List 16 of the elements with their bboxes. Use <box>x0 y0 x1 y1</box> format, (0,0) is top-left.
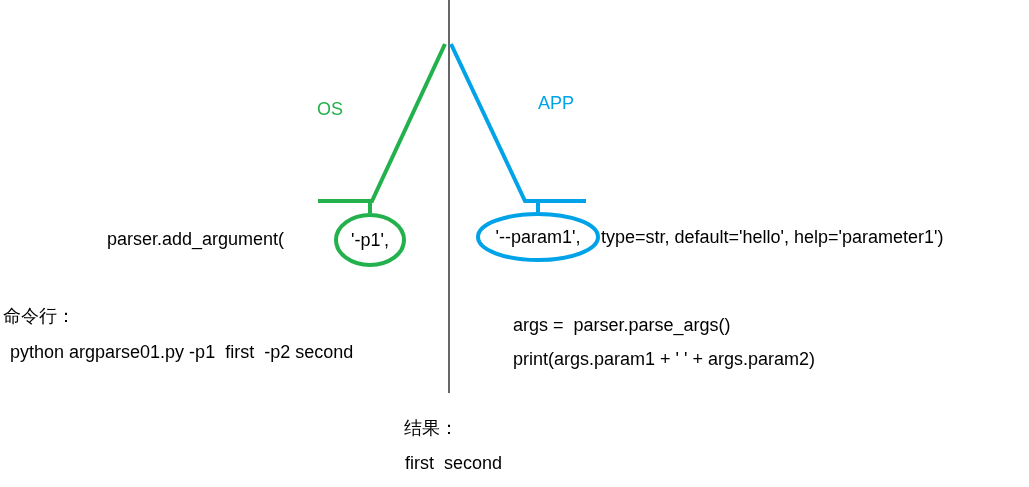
code-text: print(args.param1 + ' ' + args.param2) <box>513 348 815 370</box>
heading-text: 命令行： <box>3 305 75 327</box>
code-text: type=str, default='hello', help='parameter1') <box>601 226 944 248</box>
os-label: OS <box>317 98 343 120</box>
highlight-ellipse <box>476 212 600 262</box>
code-text: '-p1', <box>351 229 389 251</box>
app-label: APP <box>538 92 575 114</box>
code-text: args = parser.parse_args() <box>513 314 731 336</box>
connector-line <box>449 42 588 214</box>
code-text: '--param1', <box>495 226 581 248</box>
code-text: parser.add_argument( <box>107 228 285 250</box>
command-text: python argparse01.py -p1 first -p2 second <box>10 341 354 363</box>
result-text: first second <box>405 452 503 474</box>
highlight-ellipse <box>334 213 406 267</box>
heading-text: 结果： <box>404 417 458 439</box>
connector-line <box>316 42 447 215</box>
